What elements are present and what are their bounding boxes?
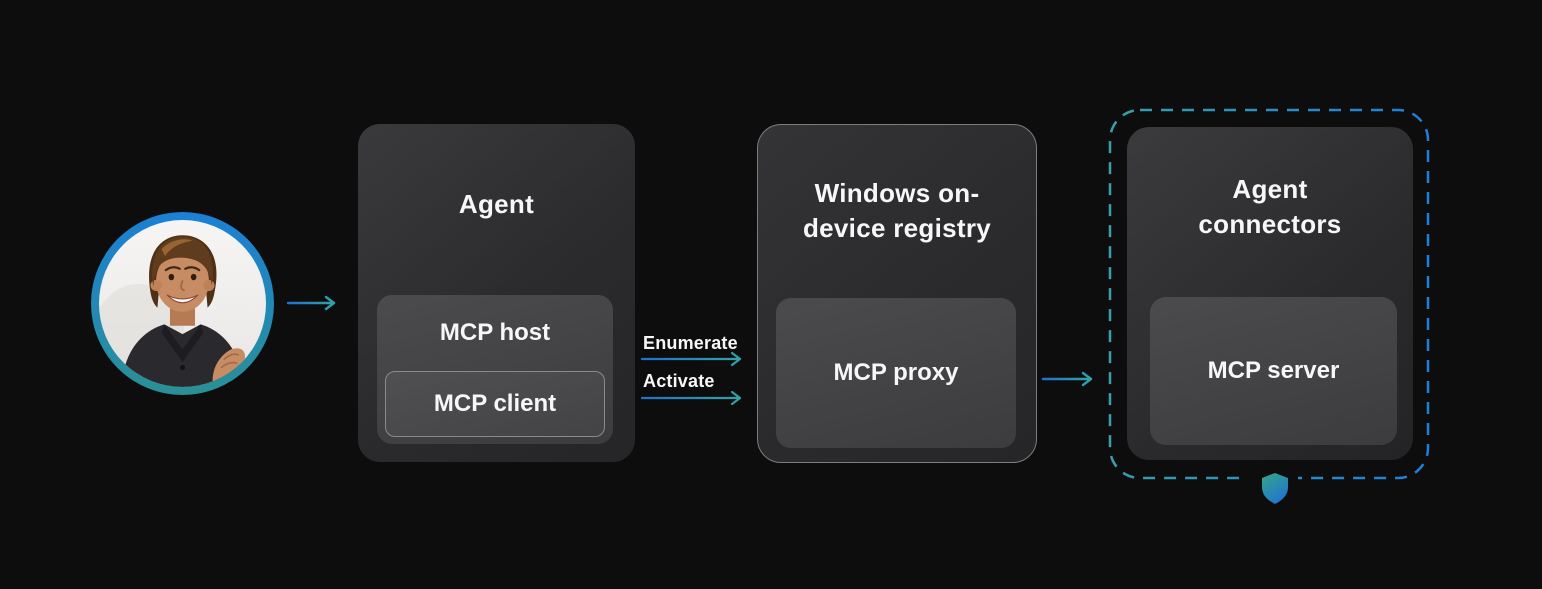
mcp-client-label: MCP client — [433, 390, 557, 417]
arrow-activate — [641, 390, 742, 406]
activate-flow-label: Activate — [643, 371, 715, 391]
agent-node: Agent MCP host MCP client — [358, 124, 635, 462]
arrow-enumerate — [641, 351, 742, 367]
agent-connectors-title: Agent connectors — [1198, 174, 1342, 239]
windows-registry-title: Windows on-device registry — [802, 178, 992, 243]
security-shield-icon — [1262, 473, 1288, 504]
mcp-host-node: MCP host MCP client — [377, 295, 613, 444]
arrow-user-to-agent — [286, 295, 336, 311]
user-avatar — [91, 212, 274, 395]
user-avatar-photo — [99, 220, 266, 387]
arrow-registry-to-connectors — [1041, 371, 1093, 387]
windows-registry-node: Windows on-device registry MCP proxy — [757, 124, 1037, 463]
mcp-client-node: MCP client — [385, 371, 605, 437]
mcp-server-node: MCP server — [1150, 297, 1397, 445]
mcp-proxy-node: MCP proxy — [776, 298, 1016, 448]
mcp-server-label: MCP server — [1207, 357, 1340, 384]
person-portrait-icon — [99, 220, 266, 387]
agent-connectors-node: Agent connectors MCP server — [1127, 127, 1413, 460]
security-boundary-dashed-border — [1108, 108, 1430, 480]
mcp-host-label: MCP host — [439, 319, 551, 346]
agent-title: Agent — [458, 189, 535, 219]
enumerate-flow-label: Enumerate — [643, 333, 738, 353]
mcp-proxy-label: MCP proxy — [833, 359, 959, 386]
